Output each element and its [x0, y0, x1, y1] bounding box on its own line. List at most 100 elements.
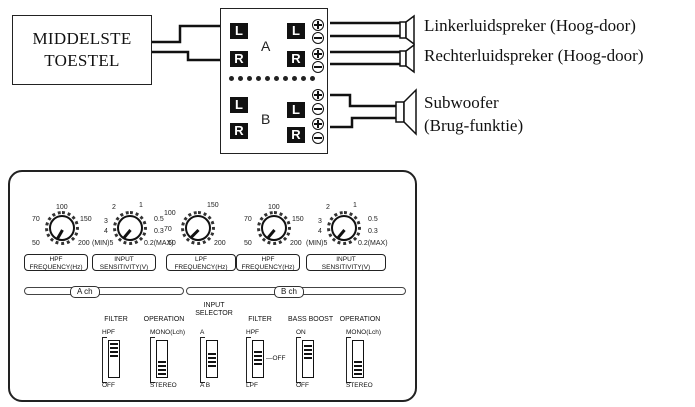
rotary-knob[interactable] [327, 211, 361, 245]
slide-switch[interactable] [108, 340, 120, 378]
switch-option-top: MONO(Lch) [346, 329, 382, 336]
middle-unit-label-line1: MIDDELSTE [32, 29, 132, 48]
knob-tick-label: 70 [164, 226, 172, 233]
terminal-divider-dots [229, 76, 319, 82]
knob-tick-label: 70 [244, 216, 252, 223]
switch-title-line: FILTER [248, 316, 272, 323]
knob-tick-label: 0.5 [368, 216, 378, 223]
switch-option-top: MONO(Lch) [150, 329, 186, 336]
knob-tick-label: 3 [318, 218, 322, 225]
terminal-group-b-label: B [261, 111, 271, 127]
knob-tick-label: 200 [290, 240, 302, 247]
knob-tick-label: 50 [32, 240, 40, 247]
middle-unit-label-line2: TOESTEL [44, 51, 120, 70]
rotary-knob[interactable] [257, 211, 291, 245]
switch-option-top: HPF [102, 329, 115, 336]
knob-tick-label: 150 [207, 202, 219, 209]
knob-tick-label: 0.3 [368, 228, 378, 235]
switch-option-top: ON [296, 329, 306, 336]
knob-pointer [266, 229, 276, 240]
rotary-knob[interactable] [181, 211, 215, 245]
switch-option-bottom: STEREO [346, 382, 373, 389]
wire-unit-to-a-right [152, 50, 220, 62]
slide-switch[interactable] [302, 340, 314, 378]
switch-thumb[interactable] [354, 361, 362, 377]
switch-title: OPERATION [338, 316, 382, 324]
knob-label-line: INPUT [336, 256, 356, 263]
right-tweeter-icon [399, 43, 415, 74]
screw-minus-icon [312, 103, 324, 115]
knob-label-line: FREQUENCY(Hz) [241, 263, 295, 271]
wire-subwoofer-minus [330, 116, 396, 129]
knob-tick-label: 2 [326, 204, 330, 211]
channel-a-tag: A ch [70, 286, 100, 298]
knob-tick-label: (MIN)5 [92, 240, 114, 247]
channel-a-bar [24, 287, 184, 295]
switch-title-line: SELECTOR [195, 310, 233, 317]
knob-tick-label: 2 [112, 204, 116, 211]
switch-title-line: OPERATION [143, 316, 185, 323]
switch-option-top: A [200, 329, 205, 336]
terminal-b-input-left: L [230, 97, 248, 113]
rotary-knob[interactable] [45, 211, 79, 245]
knob-label-line: FREQUENCY(Hz) [29, 263, 83, 271]
knob-label-line: SENSITIVITY(V) [321, 263, 371, 271]
switch-title: BASS BOOST [288, 316, 334, 324]
switch-option-bottom: A B [200, 382, 211, 389]
left-tweeter-label: Linkerluidspreker (Hoog-door) [424, 16, 636, 35]
switch-bracket [102, 337, 107, 383]
knob-label-line: FREQUENCY(Hz) [174, 263, 228, 271]
knob-pointer [122, 229, 132, 240]
knob-tick-label: 4 [318, 228, 322, 235]
switch-option-top: HPF [246, 329, 259, 336]
subwoofer-icon [395, 88, 417, 136]
screw-plus-icon [312, 118, 324, 130]
switch-option-bottom: OFF [296, 382, 309, 389]
knob-label-line: SENSITIVITY(V) [99, 263, 149, 271]
knob-tick-label: 200 [78, 240, 90, 247]
slide-switch[interactable] [252, 340, 264, 378]
slide-switch[interactable] [352, 340, 364, 378]
switch-thumb[interactable] [110, 343, 118, 359]
switch-option-bottom: OFF [102, 382, 115, 389]
switch-title-line: OPERATION [339, 316, 381, 323]
terminal-b-output-right: R [287, 127, 305, 143]
switch-bracket [296, 337, 301, 383]
terminal-a-input-left: L [230, 23, 248, 39]
switch-title-line: FILTER [104, 316, 128, 323]
switch-title-line: INPUT [203, 302, 225, 309]
slide-switch[interactable] [156, 340, 168, 378]
knob-tick-label: 70 [32, 216, 40, 223]
terminal-group-a-label: A [261, 38, 271, 54]
knob-label-line: HPF [261, 256, 275, 263]
right-tweeter-label: Rechterluidspreker (Hoog-door) [424, 46, 644, 65]
switch-bracket [200, 337, 205, 383]
switch-bracket [246, 337, 251, 383]
switch-option-bottom: STEREO [150, 382, 177, 389]
switch-title: FILTER [238, 316, 282, 324]
wire-subwoofer-plus [330, 93, 396, 108]
knob-tick-label: 50 [244, 240, 252, 247]
switch-thumb[interactable] [304, 345, 312, 361]
knob-tick-label: 100 [164, 210, 176, 217]
subwoofer-bridge-label: (Brug-funktie) [424, 116, 524, 135]
switch-thumb[interactable] [208, 353, 216, 369]
screw-plus-icon [312, 19, 324, 31]
switch-thumb[interactable] [254, 351, 262, 367]
knob-tick-label: 0.2(MAX) [358, 240, 388, 247]
knob-tick-label: 150 [292, 216, 304, 223]
knob-tick-label: 1 [139, 202, 143, 209]
switch-title-line: BASS BOOST [288, 316, 334, 323]
terminal-block: L R A L R L R B L R [220, 8, 328, 154]
channel-b-tag: B ch [274, 286, 305, 298]
knob-tick-label: 100 [268, 204, 280, 211]
slide-switch[interactable] [206, 340, 218, 378]
switch-thumb[interactable] [158, 361, 166, 377]
knob-tick-label: 200 [214, 240, 226, 247]
subwoofer-label: Subwoofer [424, 93, 499, 112]
rotary-knob[interactable] [113, 211, 147, 245]
knob-tick-label: 100 [56, 204, 68, 211]
